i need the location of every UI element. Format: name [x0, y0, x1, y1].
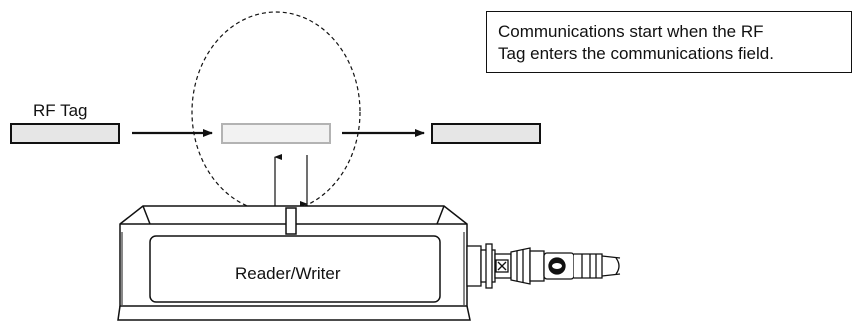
reader-writer-device — [117, 205, 471, 321]
communications-field — [191, 11, 361, 213]
note-box: Communications start when the RF Tag ent… — [486, 11, 852, 73]
rf-tag-before — [10, 123, 120, 144]
note-line-1: Communications start when the RF — [498, 22, 764, 41]
rf-tag-label: RF Tag — [33, 101, 88, 120]
rf-tag-after — [431, 123, 541, 144]
reader-writer-label: Reader/Writer — [235, 264, 341, 283]
connector-cable — [466, 243, 621, 289]
rf-tag-in-field — [221, 123, 331, 144]
note-line-2: Tag enters the communications field. — [498, 44, 774, 63]
